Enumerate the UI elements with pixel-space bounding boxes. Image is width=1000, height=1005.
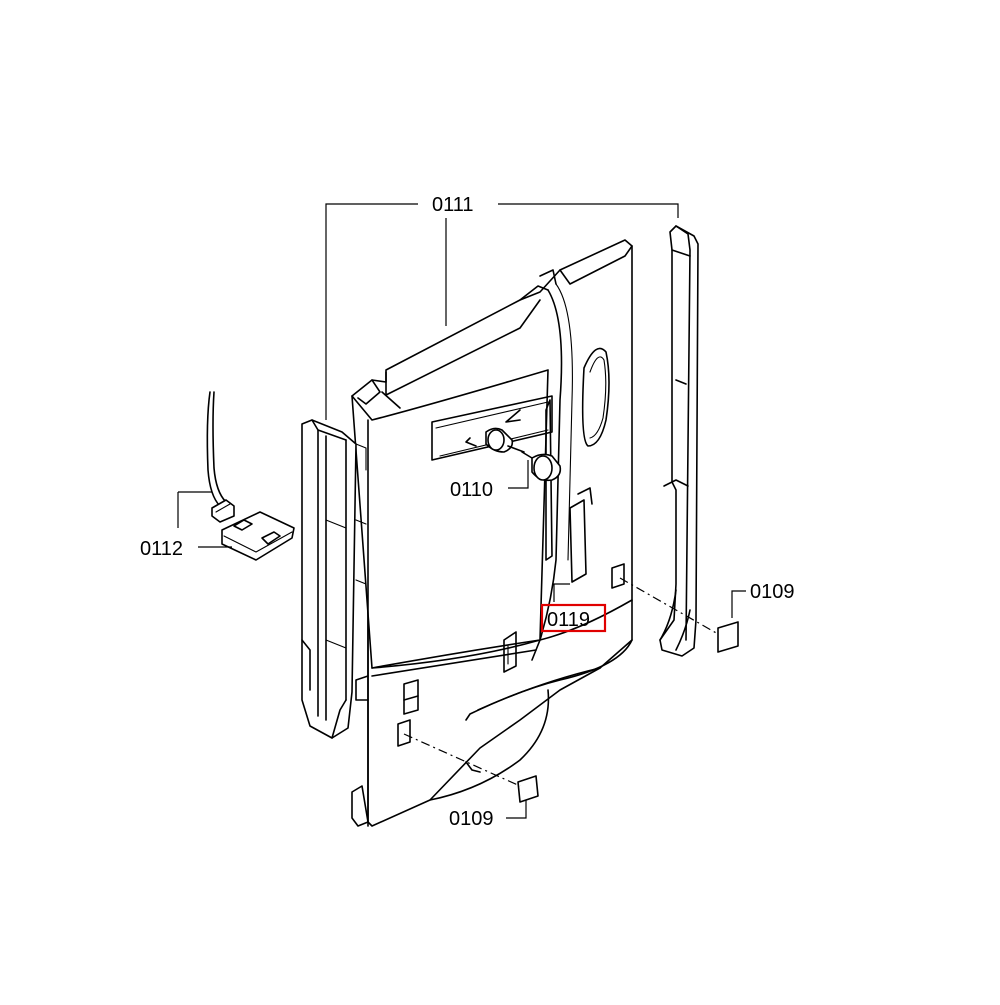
front-panel — [351, 239, 633, 827]
part-0119-strip — [569, 487, 593, 583]
highlight-box-0119 — [540, 603, 607, 633]
label-0119: 0119 — [547, 609, 590, 631]
knob-assembly — [485, 427, 562, 482]
assembly-line-right — [619, 577, 719, 635]
pad-0109-bottom — [517, 775, 539, 803]
label-0110: 0110 — [450, 479, 493, 501]
pad-0109-right — [717, 621, 739, 653]
label-0111: 0111 — [432, 194, 474, 216]
left-side-rail — [301, 419, 367, 739]
pcb-with-cable — [206, 391, 295, 561]
label-0109-bottom: 0109 — [449, 808, 494, 830]
assembly-line-bottom — [403, 733, 521, 787]
leader-lines — [177, 203, 746, 819]
label-0109-right: 0109 — [750, 581, 795, 603]
label-0112: 0112 — [140, 538, 183, 560]
right-side-rail — [659, 225, 699, 657]
